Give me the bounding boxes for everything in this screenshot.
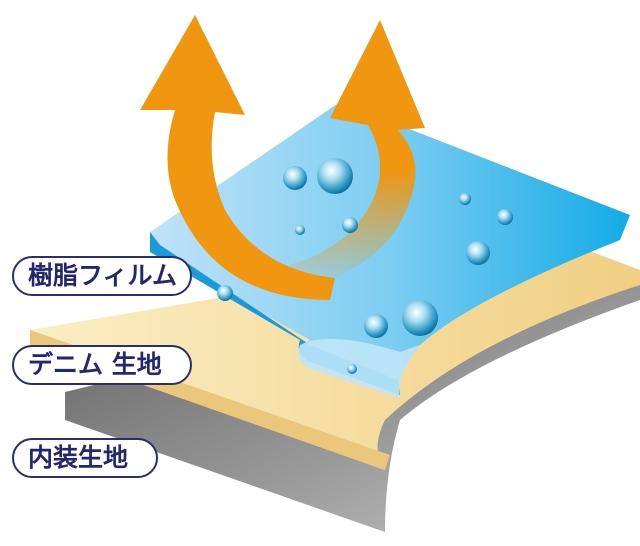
water-drops: [217, 158, 513, 374]
water-drop-icon: [347, 364, 357, 374]
water-drop-icon: [364, 314, 388, 338]
water-drop-icon: [217, 285, 233, 301]
label-text: デニム 生地: [28, 350, 162, 379]
moisture-arrow-right-icon: [290, 20, 425, 290]
moisture-arrow-left-icon: [140, 15, 335, 300]
water-drop-icon: [466, 241, 490, 265]
water-drop-icon: [342, 217, 358, 233]
water-drop-icon: [295, 225, 305, 235]
label-text: 樹脂フィルム: [28, 261, 178, 290]
label-interior-fabric: 内装生地: [12, 438, 158, 478]
water-drop-icon: [402, 300, 438, 336]
water-drop-icon: [283, 166, 307, 190]
label-denim-fabric: デニム 生地: [12, 345, 192, 385]
film-curl: [298, 338, 420, 398]
label-text: 内装生地: [28, 443, 129, 472]
water-drop-icon: [459, 193, 471, 205]
water-drop-icon: [497, 209, 513, 225]
resin-film-layer: [150, 102, 630, 395]
water-drop-icon: [317, 158, 353, 194]
label-resin-film: 樹脂フィルム: [12, 256, 192, 296]
